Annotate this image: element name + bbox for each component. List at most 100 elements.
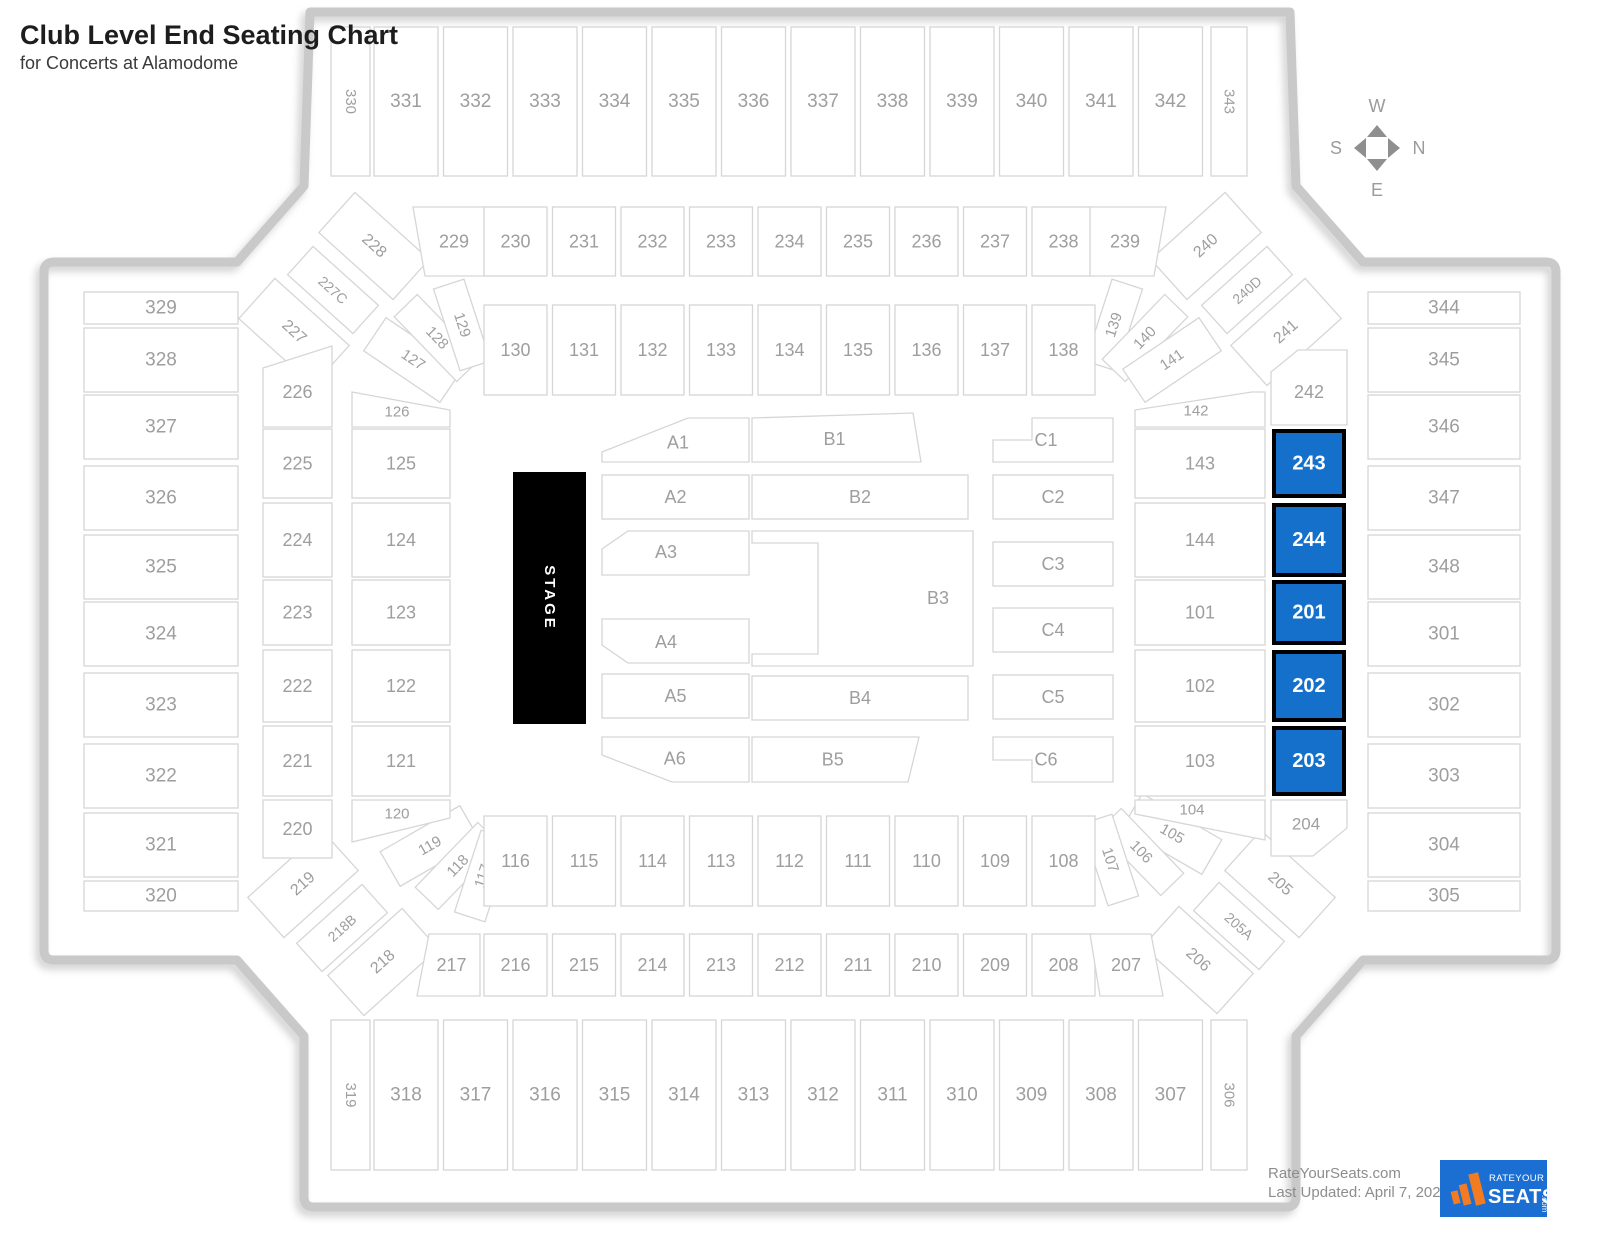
section-C4[interactable]: C4 (992, 607, 1114, 653)
section-345[interactable]: 345 (1367, 327, 1521, 393)
section-B5[interactable]: B5 (751, 736, 920, 783)
section-A3[interactable]: A3 (601, 530, 750, 576)
rateyourseats-logo[interactable]: RATEYOUR SEATS .com (1440, 1160, 1555, 1217)
section-206[interactable]: 206 (1141, 905, 1255, 1015)
section-130[interactable]: 130 (483, 304, 548, 396)
section-138[interactable]: 138 (1031, 304, 1096, 396)
section-239[interactable]: 239 (1089, 206, 1167, 277)
section-109[interactable]: 109 (962, 815, 1028, 907)
section-114[interactable]: 114 (620, 815, 685, 907)
section-110[interactable]: 110 (894, 815, 959, 907)
section-324[interactable]: 324 (83, 601, 239, 667)
section-330[interactable]: 330 (330, 26, 371, 177)
section-B2[interactable]: B2 (751, 474, 969, 520)
section-317[interactable]: 317 (442, 1019, 509, 1171)
section-213[interactable]: 213 (688, 933, 754, 997)
section-C5[interactable]: C5 (992, 674, 1114, 720)
section-308[interactable]: 308 (1068, 1019, 1134, 1171)
section-123[interactable]: 123 (351, 579, 451, 646)
section-301[interactable]: 301 (1367, 601, 1521, 667)
section-225[interactable]: 225 (262, 428, 333, 499)
section-320[interactable]: 320 (83, 880, 239, 912)
section-312[interactable]: 312 (790, 1019, 856, 1171)
section-136[interactable]: 136 (894, 304, 959, 396)
section-B3[interactable]: B3 (751, 530, 974, 667)
section-C6[interactable]: C6 (992, 736, 1114, 783)
section-319[interactable]: 319 (330, 1019, 371, 1171)
section-236[interactable]: 236 (894, 206, 959, 277)
section-310[interactable]: 310 (929, 1019, 995, 1171)
section-209[interactable]: 209 (962, 933, 1028, 997)
section-C1[interactable]: C1 (992, 417, 1114, 463)
section-124[interactable]: 124 (351, 502, 451, 578)
section-232[interactable]: 232 (620, 206, 685, 277)
section-241[interactable]: 241 (1229, 277, 1343, 387)
section-240[interactable]: 240 (1149, 191, 1263, 301)
section-322[interactable]: 322 (83, 743, 239, 809)
section-305[interactable]: 305 (1367, 880, 1521, 912)
section-133[interactable]: 133 (688, 304, 754, 396)
section-340[interactable]: 340 (998, 26, 1065, 177)
section-139[interactable]: 139 (1084, 278, 1144, 372)
section-201[interactable]: 201 (1272, 580, 1346, 645)
section-A4[interactable]: A4 (601, 618, 750, 664)
section-303[interactable]: 303 (1367, 743, 1521, 809)
section-309[interactable]: 309 (998, 1019, 1065, 1171)
section-111[interactable]: 111 (825, 815, 891, 907)
section-238[interactable]: 238 (1031, 206, 1096, 277)
section-326[interactable]: 326 (83, 465, 239, 531)
section-218B[interactable]: 218B (295, 883, 389, 973)
section-131[interactable]: 131 (551, 304, 617, 396)
section-107[interactable]: 107 (1080, 813, 1140, 907)
section-336[interactable]: 336 (720, 26, 787, 177)
section-234[interactable]: 234 (757, 206, 822, 277)
section-115[interactable]: 115 (551, 815, 617, 907)
section-346[interactable]: 346 (1367, 394, 1521, 460)
section-210[interactable]: 210 (894, 933, 959, 997)
section-217[interactable]: 217 (416, 933, 481, 997)
section-223[interactable]: 223 (262, 579, 333, 646)
section-325[interactable]: 325 (83, 534, 239, 600)
section-127[interactable]: 127 (362, 316, 464, 404)
section-224[interactable]: 224 (262, 502, 333, 578)
section-339[interactable]: 339 (929, 26, 995, 177)
section-237[interactable]: 237 (962, 206, 1028, 277)
section-242[interactable]: 242 (1270, 349, 1348, 426)
section-129[interactable]: 129 (432, 278, 492, 372)
section-144[interactable]: 144 (1134, 502, 1266, 578)
section-113[interactable]: 113 (688, 815, 754, 907)
section-216[interactable]: 216 (483, 933, 548, 997)
section-302[interactable]: 302 (1367, 672, 1521, 738)
section-227C[interactable]: 227C (286, 245, 380, 335)
section-335[interactable]: 335 (651, 26, 717, 177)
section-205[interactable]: 205 (1223, 829, 1337, 939)
section-142[interactable]: 142 (1134, 391, 1266, 428)
section-304[interactable]: 304 (1367, 812, 1521, 878)
section-221[interactable]: 221 (262, 725, 333, 797)
section-337[interactable]: 337 (790, 26, 856, 177)
section-A2[interactable]: A2 (601, 474, 750, 520)
section-331[interactable]: 331 (373, 26, 439, 177)
section-108[interactable]: 108 (1031, 815, 1096, 907)
section-220[interactable]: 220 (262, 799, 333, 859)
section-228[interactable]: 228 (317, 191, 431, 301)
section-215[interactable]: 215 (551, 933, 617, 997)
section-334[interactable]: 334 (581, 26, 648, 177)
section-321[interactable]: 321 (83, 812, 239, 878)
section-208[interactable]: 208 (1031, 933, 1096, 997)
section-348[interactable]: 348 (1367, 534, 1521, 600)
section-347[interactable]: 347 (1367, 465, 1521, 531)
section-135[interactable]: 135 (825, 304, 891, 396)
section-203[interactable]: 203 (1272, 726, 1346, 796)
section-211[interactable]: 211 (825, 933, 891, 997)
section-323[interactable]: 323 (83, 672, 239, 738)
section-125[interactable]: 125 (351, 428, 451, 499)
section-141[interactable]: 141 (1121, 316, 1223, 404)
section-307[interactable]: 307 (1137, 1019, 1204, 1171)
section-243[interactable]: 243 (1272, 429, 1346, 498)
section-230[interactable]: 230 (483, 206, 548, 277)
section-132[interactable]: 132 (620, 304, 685, 396)
section-318[interactable]: 318 (373, 1019, 439, 1171)
section-207[interactable]: 207 (1089, 933, 1164, 997)
section-328[interactable]: 328 (83, 327, 239, 393)
